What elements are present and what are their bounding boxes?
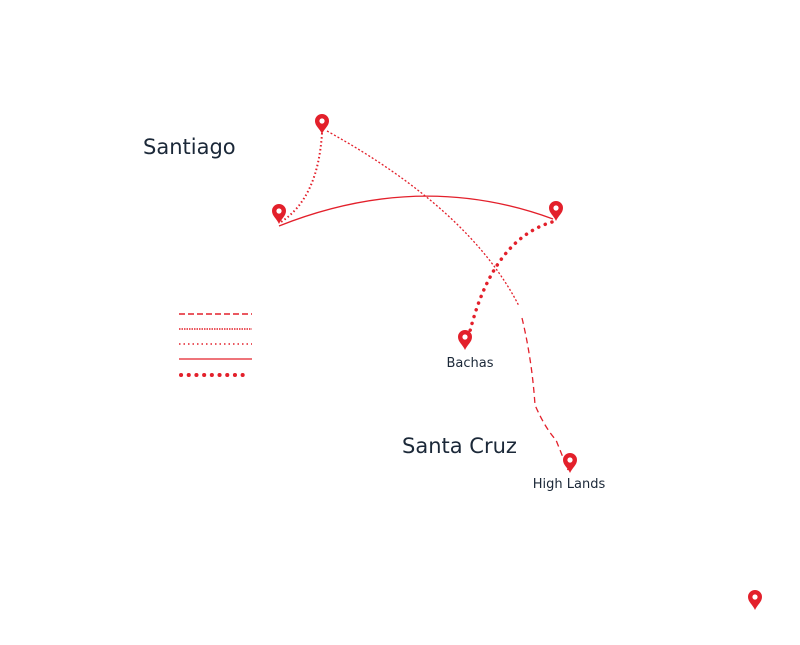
legend [179,313,252,377]
route-fine-dotted-santiago [280,132,323,223]
high-lands-pin-icon[interactable] [563,453,577,473]
map-pin-icon[interactable] [315,114,329,134]
route-solid [278,195,554,227]
map-pin-icon[interactable] [748,590,762,610]
place-label-bachas: Bachas [446,356,493,371]
island-label-santa-cruz: Santa Cruz [402,434,517,458]
route-thick-dotted [467,220,554,337]
route-dotted-long [326,130,520,307]
island-label-santiago: Santiago [143,135,236,159]
place-label-high-lands: High Lands [533,477,606,492]
map-pin-icon[interactable] [272,204,286,224]
route-dashed [521,317,569,471]
bachas-pin-icon[interactable] [458,330,472,350]
